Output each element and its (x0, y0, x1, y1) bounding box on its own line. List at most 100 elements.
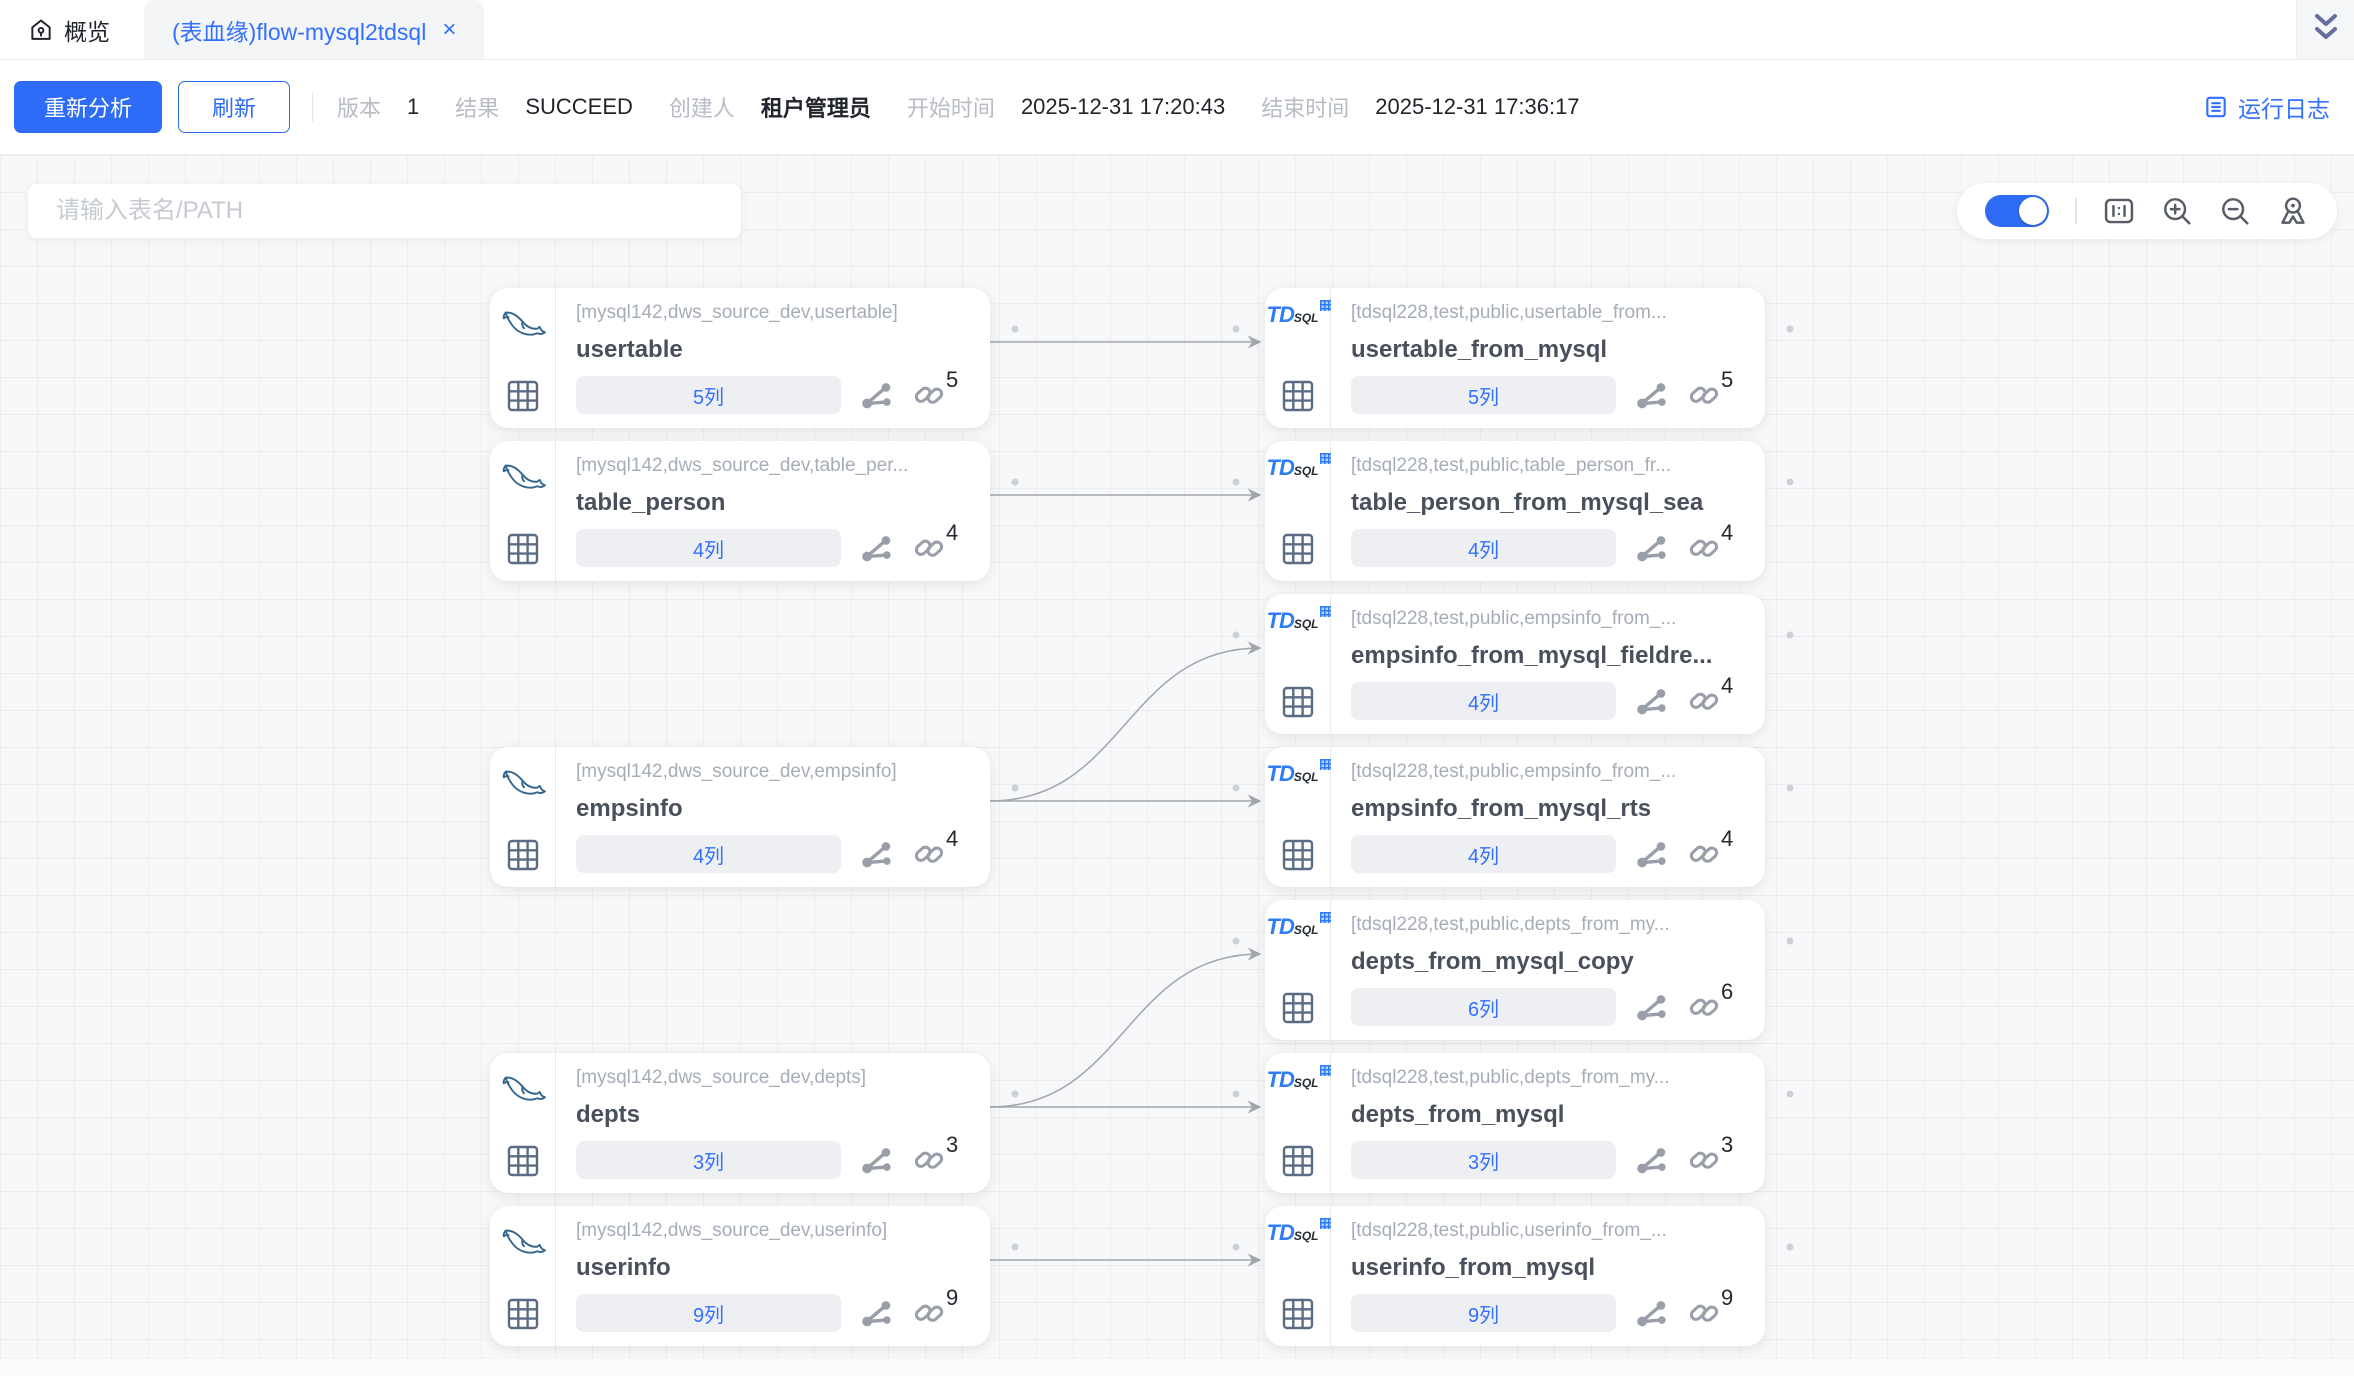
tdsql-table-node[interactable]: TDSQL [tdsql228,test,public,userinfo_fro… (1265, 1206, 1765, 1346)
tdsql-table-node[interactable]: TDSQL [tdsql228,test,public,depts_from_m… (1265, 1053, 1765, 1193)
run-log-button[interactable]: 运行日志 (2203, 90, 2330, 124)
fit-one-to-one-icon[interactable] (2103, 195, 2135, 227)
field-label: 结果 (455, 96, 500, 121)
zoom-in-icon[interactable] (2161, 195, 2193, 227)
link-count-group[interactable]: 9 (913, 1285, 958, 1329)
column-count-pill[interactable]: 9列 (576, 1294, 841, 1333)
port-dot (1786, 325, 1794, 333)
lineage-icon[interactable] (861, 379, 893, 411)
node-meta-row: 4列 (1351, 520, 1755, 568)
field-creator: 创建人 租户管理员 (669, 91, 871, 123)
zoom-out-icon[interactable] (2219, 195, 2251, 227)
refresh-button[interactable]: 刷新 (178, 81, 291, 133)
locate-icon[interactable] (2277, 195, 2309, 227)
column-count-pill[interactable]: 4列 (1351, 682, 1616, 721)
port-dot (1011, 784, 1019, 792)
lineage-icon[interactable] (861, 1297, 893, 1329)
mysql-table-node[interactable]: TDSQL [mysql142,dws_source_dev,table_per… (490, 441, 990, 581)
lineage-canvas[interactable]: TDSQL [mysql142,dws_source_dev,usertable… (0, 155, 2354, 1358)
search-input[interactable] (27, 183, 742, 239)
lineage-icon[interactable] (1636, 1297, 1668, 1329)
mysql-table-node[interactable]: TDSQL [mysql142,dws_source_dev,depts] de… (490, 1053, 990, 1193)
link-count-group[interactable]: 4 (1688, 826, 1733, 870)
link-count-group[interactable]: 4 (913, 520, 958, 564)
table-grid-icon[interactable] (1280, 531, 1316, 567)
link-count-group[interactable]: 5 (1688, 367, 1733, 411)
lineage-icon[interactable] (1636, 1144, 1668, 1176)
column-count-pill[interactable]: 6列 (1351, 988, 1616, 1027)
table-grid-icon[interactable] (505, 1143, 541, 1179)
tdsql-table-node[interactable]: TDSQL [tdsql228,test,public,table_person… (1265, 441, 1765, 581)
node-body: [tdsql228,test,public,depts_from_my... d… (1331, 900, 1765, 1040)
tdsql-table-node[interactable]: TDSQL [tdsql228,test,public,depts_from_m… (1265, 900, 1765, 1040)
tdsql-logo-icon: TDSQL (1267, 610, 1329, 633)
mysql-table-node[interactable]: TDSQL [mysql142,dws_source_dev,empsinfo]… (490, 747, 990, 887)
collapse-panel-handle[interactable] (2296, 0, 2354, 59)
horizontal-scroll-track[interactable] (0, 1358, 2354, 1376)
table-path: [tdsql228,test,public,empsinfo_from_... (1351, 608, 1677, 629)
column-count-pill[interactable]: 4列 (1351, 529, 1616, 568)
mysql-dolphin-icon: TDSQL (500, 1222, 546, 1269)
column-count-pill[interactable]: 5列 (1351, 376, 1616, 415)
node-icon-column: TDSQL (490, 747, 556, 887)
lineage-icon[interactable] (1636, 532, 1668, 564)
tdsql-table-node[interactable]: TDSQL [tdsql228,test,public,empsinfo_fro… (1265, 747, 1765, 887)
table-grid-icon[interactable] (1280, 1296, 1316, 1332)
tdsql-table-node[interactable]: TDSQL [tdsql228,test,public,empsinfo_fro… (1265, 594, 1765, 734)
tdsql-logo-icon: TDSQL (1267, 304, 1329, 327)
table-grid-icon[interactable] (1280, 1143, 1316, 1179)
table-grid-icon[interactable] (505, 531, 541, 567)
tab-flow-mysql2tdsql[interactable]: (表血缘)flow-mysql2tdsql × (144, 0, 485, 59)
link-count: 3 (946, 1132, 959, 1158)
lineage-toggle[interactable] (1985, 195, 2049, 227)
lineage-icon[interactable] (861, 532, 893, 564)
lineage-icon[interactable] (1636, 838, 1668, 870)
table-grid-icon[interactable] (505, 1296, 541, 1332)
table-grid-icon[interactable] (1280, 990, 1316, 1026)
lineage-icon[interactable] (1636, 991, 1668, 1023)
table-name: empsinfo_from_mysql_rts (1351, 794, 1652, 822)
table-name: userinfo_from_mysql (1351, 1253, 1596, 1281)
link-count: 3 (1721, 1132, 1734, 1158)
lineage-icon[interactable] (861, 838, 893, 870)
node-body: [mysql142,dws_source_dev,empsinfo] empsi… (556, 747, 990, 887)
column-count-pill[interactable]: 3列 (576, 1141, 841, 1180)
link-count-group[interactable]: 9 (1688, 1285, 1733, 1329)
port-dot (1232, 631, 1240, 639)
link-count-group[interactable]: 3 (913, 1132, 958, 1176)
port-dot (1232, 784, 1240, 792)
node-icon-column: TDSQL (1265, 747, 1331, 887)
tdsql-table-node[interactable]: TDSQL [tdsql228,test,public,usertable_fr… (1265, 288, 1765, 428)
link-count-group[interactable]: 4 (1688, 673, 1733, 717)
mysql-table-node[interactable]: TDSQL [mysql142,dws_source_dev,usertable… (490, 288, 990, 428)
column-count-pill[interactable]: 9列 (1351, 1294, 1616, 1333)
link-count-group[interactable]: 5 (913, 367, 958, 411)
table-name: table_person_from_mysql_sea (1351, 488, 1704, 516)
node-meta-row: 3列 (576, 1132, 980, 1180)
column-count-pill[interactable]: 4列 (576, 835, 841, 874)
column-count-pill[interactable]: 5列 (576, 376, 841, 415)
table-path: [tdsql228,test,public,depts_from_my... (1351, 1067, 1670, 1088)
link-count-group[interactable]: 3 (1688, 1132, 1733, 1176)
lineage-icon[interactable] (1636, 685, 1668, 717)
table-grid-icon[interactable] (1280, 837, 1316, 873)
table-grid-icon[interactable] (505, 837, 541, 873)
home-nav[interactable]: 概览 (0, 0, 136, 59)
table-grid-icon[interactable] (1280, 684, 1316, 720)
link-icon (1688, 991, 1720, 1023)
link-count-group[interactable]: 6 (1688, 979, 1733, 1023)
lineage-icon[interactable] (861, 1144, 893, 1176)
table-grid-icon[interactable] (1280, 378, 1316, 414)
link-count-group[interactable]: 4 (1688, 520, 1733, 564)
column-count-pill[interactable]: 3列 (1351, 1141, 1616, 1180)
node-meta-row: 4列 (576, 520, 980, 568)
field-start-time: 开始时间 2025-12-31 17:20:43 (907, 91, 1225, 123)
tab-close-icon[interactable]: × (442, 15, 457, 43)
mysql-table-node[interactable]: TDSQL [mysql142,dws_source_dev,userinfo]… (490, 1206, 990, 1346)
link-count-group[interactable]: 4 (913, 826, 958, 870)
table-grid-icon[interactable] (505, 378, 541, 414)
column-count-pill[interactable]: 4列 (1351, 835, 1616, 874)
column-count-pill[interactable]: 4列 (576, 529, 841, 568)
reanalyze-button[interactable]: 重新分析 (14, 81, 163, 133)
lineage-icon[interactable] (1636, 379, 1668, 411)
